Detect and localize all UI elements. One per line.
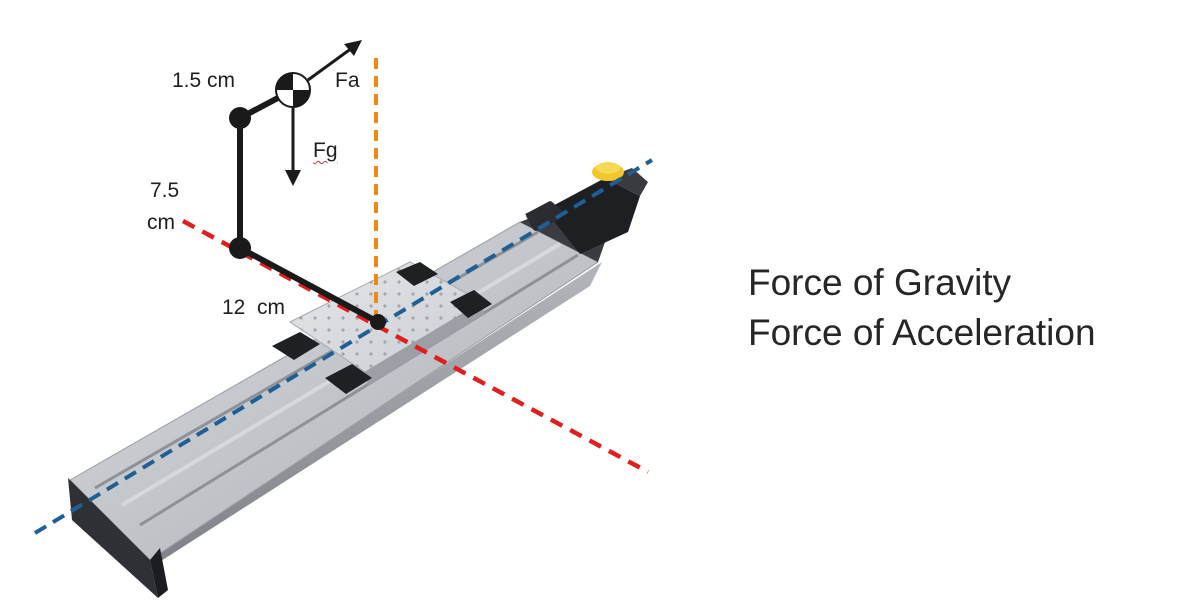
actuator-side-face xyxy=(150,262,602,568)
lateral-axis-line xyxy=(181,219,650,474)
arm-joint-lower xyxy=(229,237,251,259)
height-label-line1: 7.5 xyxy=(150,179,180,202)
legend-acceleration: Force of Acceleration xyxy=(748,311,1096,353)
linear-actuator xyxy=(68,206,610,598)
offset-top-label: 1.5 cm xyxy=(172,69,236,92)
carriage-block xyxy=(272,332,320,360)
height-label-line2: cm xyxy=(147,211,175,234)
carriage-block xyxy=(450,290,492,318)
arm-joint-upper xyxy=(229,107,251,129)
force-gravity-arrow xyxy=(285,107,301,186)
arm-horizontal-segment xyxy=(238,245,380,325)
force-acceleration-arrow xyxy=(307,40,362,82)
carriage-block xyxy=(396,262,438,286)
center-of-mass-icon xyxy=(275,72,311,108)
force-acceleration-label: Fa xyxy=(335,69,360,92)
actuator-end-cap xyxy=(68,478,158,598)
force-legend: Force of Gravity Force of Acceleration xyxy=(748,258,1096,358)
actuator-top-face xyxy=(69,221,599,561)
arm-base-joint xyxy=(370,314,386,330)
legend-gravity: Force of Gravity xyxy=(748,262,1012,303)
payload-arm xyxy=(229,87,386,330)
offset-side-label: 12 cm xyxy=(222,296,286,319)
force-gravity-label: Fg xyxy=(313,139,338,162)
travel-axis-line xyxy=(33,158,654,535)
carriage-block xyxy=(325,364,372,394)
servo-motor xyxy=(526,162,648,254)
